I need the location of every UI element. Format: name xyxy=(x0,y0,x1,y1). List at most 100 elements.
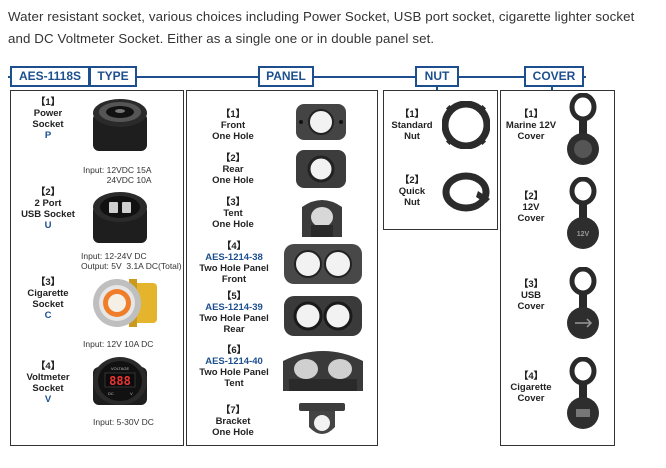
panel-item-code: AES-1214-38 xyxy=(205,252,263,263)
cover-item-number: 【2】 xyxy=(518,191,544,202)
panel-two-hole-front-image xyxy=(284,244,362,284)
panel-item-line: Two Hole Panel xyxy=(199,367,269,378)
nut-item-standard: 【1】 Standard Nut xyxy=(386,109,438,142)
panel-tent-one-hole-image xyxy=(302,200,342,237)
type-item-name: Cigarette xyxy=(27,288,69,299)
type-item-name: Voltmeter xyxy=(26,372,70,383)
type-item-name: 2 Port xyxy=(34,198,62,209)
cover-item-line: Marine 12V xyxy=(505,120,557,131)
panel-item-line: Two Hole Panel xyxy=(199,263,269,274)
panel-bracket-one-hole-image xyxy=(299,403,345,434)
panel-item-line: Rear xyxy=(223,324,245,335)
panel-item-code: AES-1214-39 xyxy=(205,302,263,313)
type-item-spec: Input: 12V 10A DC xyxy=(83,339,154,349)
cover-item-line: USB xyxy=(520,290,542,301)
type-item-code: V xyxy=(44,394,52,405)
cover-item-12v: 【2】 12V Cover xyxy=(501,191,561,224)
usb-socket-image xyxy=(93,192,147,243)
cover-item-number: 【1】 xyxy=(518,109,544,120)
cigarette-socket-image xyxy=(93,279,157,327)
panel-item-bracket-one-hole: 【7】 Bracket One Hole xyxy=(193,405,273,438)
cover-item-line: 12V xyxy=(522,202,540,213)
panel-item-rear-one-hole: 【2】 Rear One Hole xyxy=(193,153,273,186)
panel-two-hole-tent-image xyxy=(283,351,363,391)
panel-rear-one-hole-image xyxy=(296,150,346,188)
type-item-number: 【1】 xyxy=(35,97,61,108)
model-tag: AES-1118S xyxy=(10,66,90,87)
type-item-cigarette: 【3】 Cigarette Socket C xyxy=(17,277,79,321)
panel-item-number: 【5】 xyxy=(221,291,247,302)
cover-item-line: Cover xyxy=(517,213,545,224)
type-item-name: Socket xyxy=(32,119,64,130)
standard-nut-image xyxy=(442,101,490,149)
header-tick xyxy=(436,87,438,91)
panel-item-two-hole-tent: 【6】 AES-1214-40 Two Hole Panel Tent xyxy=(189,345,279,389)
type-item-code: C xyxy=(44,310,52,321)
panel-item-line: Front xyxy=(220,120,246,131)
panel-item-number: 【3】 xyxy=(220,197,246,208)
panel-item-line: Bracket xyxy=(215,416,251,427)
type-item-code: U xyxy=(44,220,52,231)
panel-box: 【1】 Front One Hole 【2】 Rear One Hole 【3】… xyxy=(186,90,378,446)
nut-item-quick: 【2】 Quick Nut xyxy=(386,175,438,208)
panel-item-number: 【2】 xyxy=(220,153,246,164)
panel-item-number: 【4】 xyxy=(221,241,247,252)
cover-item-line: Cover xyxy=(517,393,545,404)
header-tick xyxy=(551,87,553,91)
cover-item-usb: 【3】 USB Cover xyxy=(501,279,561,312)
type-item-power: 【1】 Power Socket P xyxy=(17,97,79,141)
panel-item-line: Tent xyxy=(223,208,243,219)
panel-item-line: One Hole xyxy=(212,131,254,142)
type-item-spec: Input: 5-30V DC xyxy=(93,417,154,427)
voltmeter-socket-image: 888 VOLTAGE DC V xyxy=(93,357,147,405)
panel-item-code: AES-1214-40 xyxy=(205,356,263,367)
power-socket-image xyxy=(93,99,147,151)
type-item-number: 【2】 xyxy=(35,187,61,198)
panel-item-two-hole-front: 【4】 AES-1214-38 Two Hole Panel Front xyxy=(189,241,279,285)
panel-two-hole-rear-image xyxy=(284,296,362,336)
panel-item-number: 【6】 xyxy=(221,345,247,356)
panel-front-one-hole-image xyxy=(296,104,346,140)
panel-item-line: One Hole xyxy=(212,175,254,186)
cover-item-cigarette: 【4】 Cigarette Cover xyxy=(501,371,561,404)
cover-12v-image: 12V xyxy=(567,177,599,249)
type-item-spec: Input: 12VDC 15A 24VDC 10A xyxy=(83,165,152,185)
cover-12v-marking: 12V xyxy=(577,231,590,238)
type-item-name: USB Socket xyxy=(21,209,75,220)
type-item-number: 【3】 xyxy=(35,277,61,288)
voltmeter-right: V xyxy=(130,391,133,396)
panel-item-two-hole-rear: 【5】 AES-1214-39 Two Hole Panel Rear xyxy=(189,291,279,335)
voltmeter-brand: VOLTAGE xyxy=(111,366,130,371)
panel-item-front-one-hole: 【1】 Front One Hole xyxy=(193,109,273,142)
type-header: TYPE xyxy=(89,66,137,87)
panel-item-line: One Hole xyxy=(212,427,254,438)
type-item-name: Power xyxy=(33,108,63,119)
type-item-name: Socket xyxy=(32,383,64,394)
type-box: 【1】 Power Socket P Input: 12VDC 15A 24VD… xyxy=(10,90,184,446)
intro-text: Water resistant socket, various choices … xyxy=(8,9,635,46)
type-item-number: 【4】 xyxy=(35,361,61,372)
type-item-spec: Input: 12-24V DC Output: 5V 3.1A DC(Tota… xyxy=(81,251,182,271)
cover-marine-12v-image xyxy=(567,93,599,165)
type-item-name: Socket xyxy=(32,299,64,310)
panel-item-line: One Hole xyxy=(212,219,254,230)
panel-item-line: Two Hole Panel xyxy=(199,313,269,324)
cover-item-number: 【4】 xyxy=(518,371,544,382)
panel-item-line: Rear xyxy=(222,164,244,175)
type-item-voltmeter: 【4】 Voltmeter Socket V xyxy=(17,361,79,405)
cover-item-marine-12v: 【1】 Marine 12V Cover xyxy=(501,109,561,142)
type-item-usb: 【2】 2 Port USB Socket U xyxy=(17,187,79,231)
panel-item-tent-one-hole: 【3】 Tent One Hole xyxy=(193,197,273,230)
voltmeter-digits: 888 xyxy=(109,374,131,388)
cover-item-line: Cover xyxy=(517,301,545,312)
cover-item-line: Cover xyxy=(517,131,545,142)
nut-header: NUT xyxy=(415,66,459,87)
voltmeter-left: DC xyxy=(108,391,114,396)
nut-item-line: Nut xyxy=(404,131,420,142)
panel-header: PANEL xyxy=(258,66,314,87)
panel-item-line: Tent xyxy=(224,378,244,389)
type-item-code: P xyxy=(44,130,52,141)
nut-item-line: Standard xyxy=(391,120,433,131)
cover-item-number: 【3】 xyxy=(518,279,544,290)
cover-header: COVER xyxy=(524,66,584,87)
